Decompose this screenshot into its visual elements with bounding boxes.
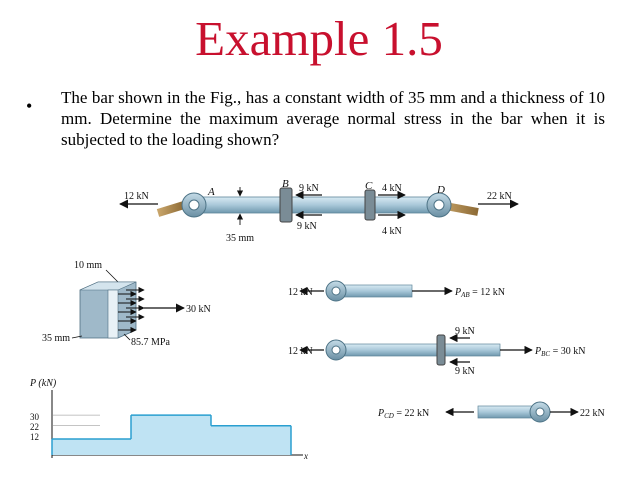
diagram-ylabel: P (kN) [29,378,57,389]
fbd-ab-bar [341,284,413,298]
diagram-tick-12: 12 [30,432,39,442]
stress-value-label: 85.7 MPa [131,337,170,348]
diagram-segments [51,414,292,455]
load-right-label: 22 kN [487,191,512,202]
diagram-segment-ab [52,439,131,455]
width-dim-label: 35 mm [226,233,254,244]
fbd-cd-right-label: 22 kN [580,408,605,419]
thickness-label: 10 mm [74,260,102,271]
fbd-cd: PCD = 22 kN 22 kN [377,401,605,423]
point-d-label: D [436,184,445,196]
fbd-bc-bar [341,343,501,357]
diagram-tick-22: 22 [30,422,39,432]
fbd-ab-left-label: 12 kN [288,287,313,298]
diagram-tick-30: 30 [30,412,40,422]
axial-force-diagram: P (kN) x 30 22 12 [29,378,308,461]
slide-title: Example 1.5 [195,11,443,66]
load-c-bottom-label: 4 kN [382,226,402,237]
diagram-xlabel: x [303,451,308,461]
load-c-top-label: 4 kN [382,183,402,194]
point-b-label: B [282,178,289,190]
load-b-bottom-label: 9 kN [297,221,317,232]
problem-statement: The bar shown in the Fig., has a constan… [61,88,605,149]
main-bar-figure: 12 kN A B C D 9 kN 9 kN 4 kN 4 kN 22 kN … [119,178,519,244]
fbd-bc-top-label: 9 kN [455,326,475,337]
fbd-bc: 12 kN 9 kN 9 kN PBC = 30 kN [288,326,585,377]
fbd-bc-internal-label: PBC = 30 kN [534,346,585,358]
fbd-bc-bottom-label: 9 kN [455,366,475,377]
load-left-label: 12 kN [124,191,149,202]
fbd-cd-bar [477,405,537,419]
left-rope [156,201,186,217]
section-width-label: 35 mm [42,333,70,344]
main-bar [195,196,443,214]
resultant-force-label: 30 kN [186,304,211,315]
stress-arrows [118,286,145,334]
fbd-bc-left-label: 12 kN [288,346,313,357]
diagram-segment-cd [211,425,291,455]
point-c-label: C [365,180,373,192]
load-b-top-label: 9 kN [299,183,319,194]
fbd-cd-internal-label: PCD = 22 kN [377,408,429,420]
fbd-ab: 12 kN PAB = 12 kN [288,280,505,302]
collar-c [364,189,376,221]
section-detail-figure: 10 mm 30 kN 35 mm 85.7 MPa [42,260,211,348]
point-a-label: A [207,186,215,198]
fbd-ab-internal-label: PAB = 12 kN [454,287,505,299]
fbd-bc-collar [436,334,446,366]
collar-b [279,187,293,223]
diagram-segment-bc [131,415,211,455]
bullet-point: • [26,96,33,116]
